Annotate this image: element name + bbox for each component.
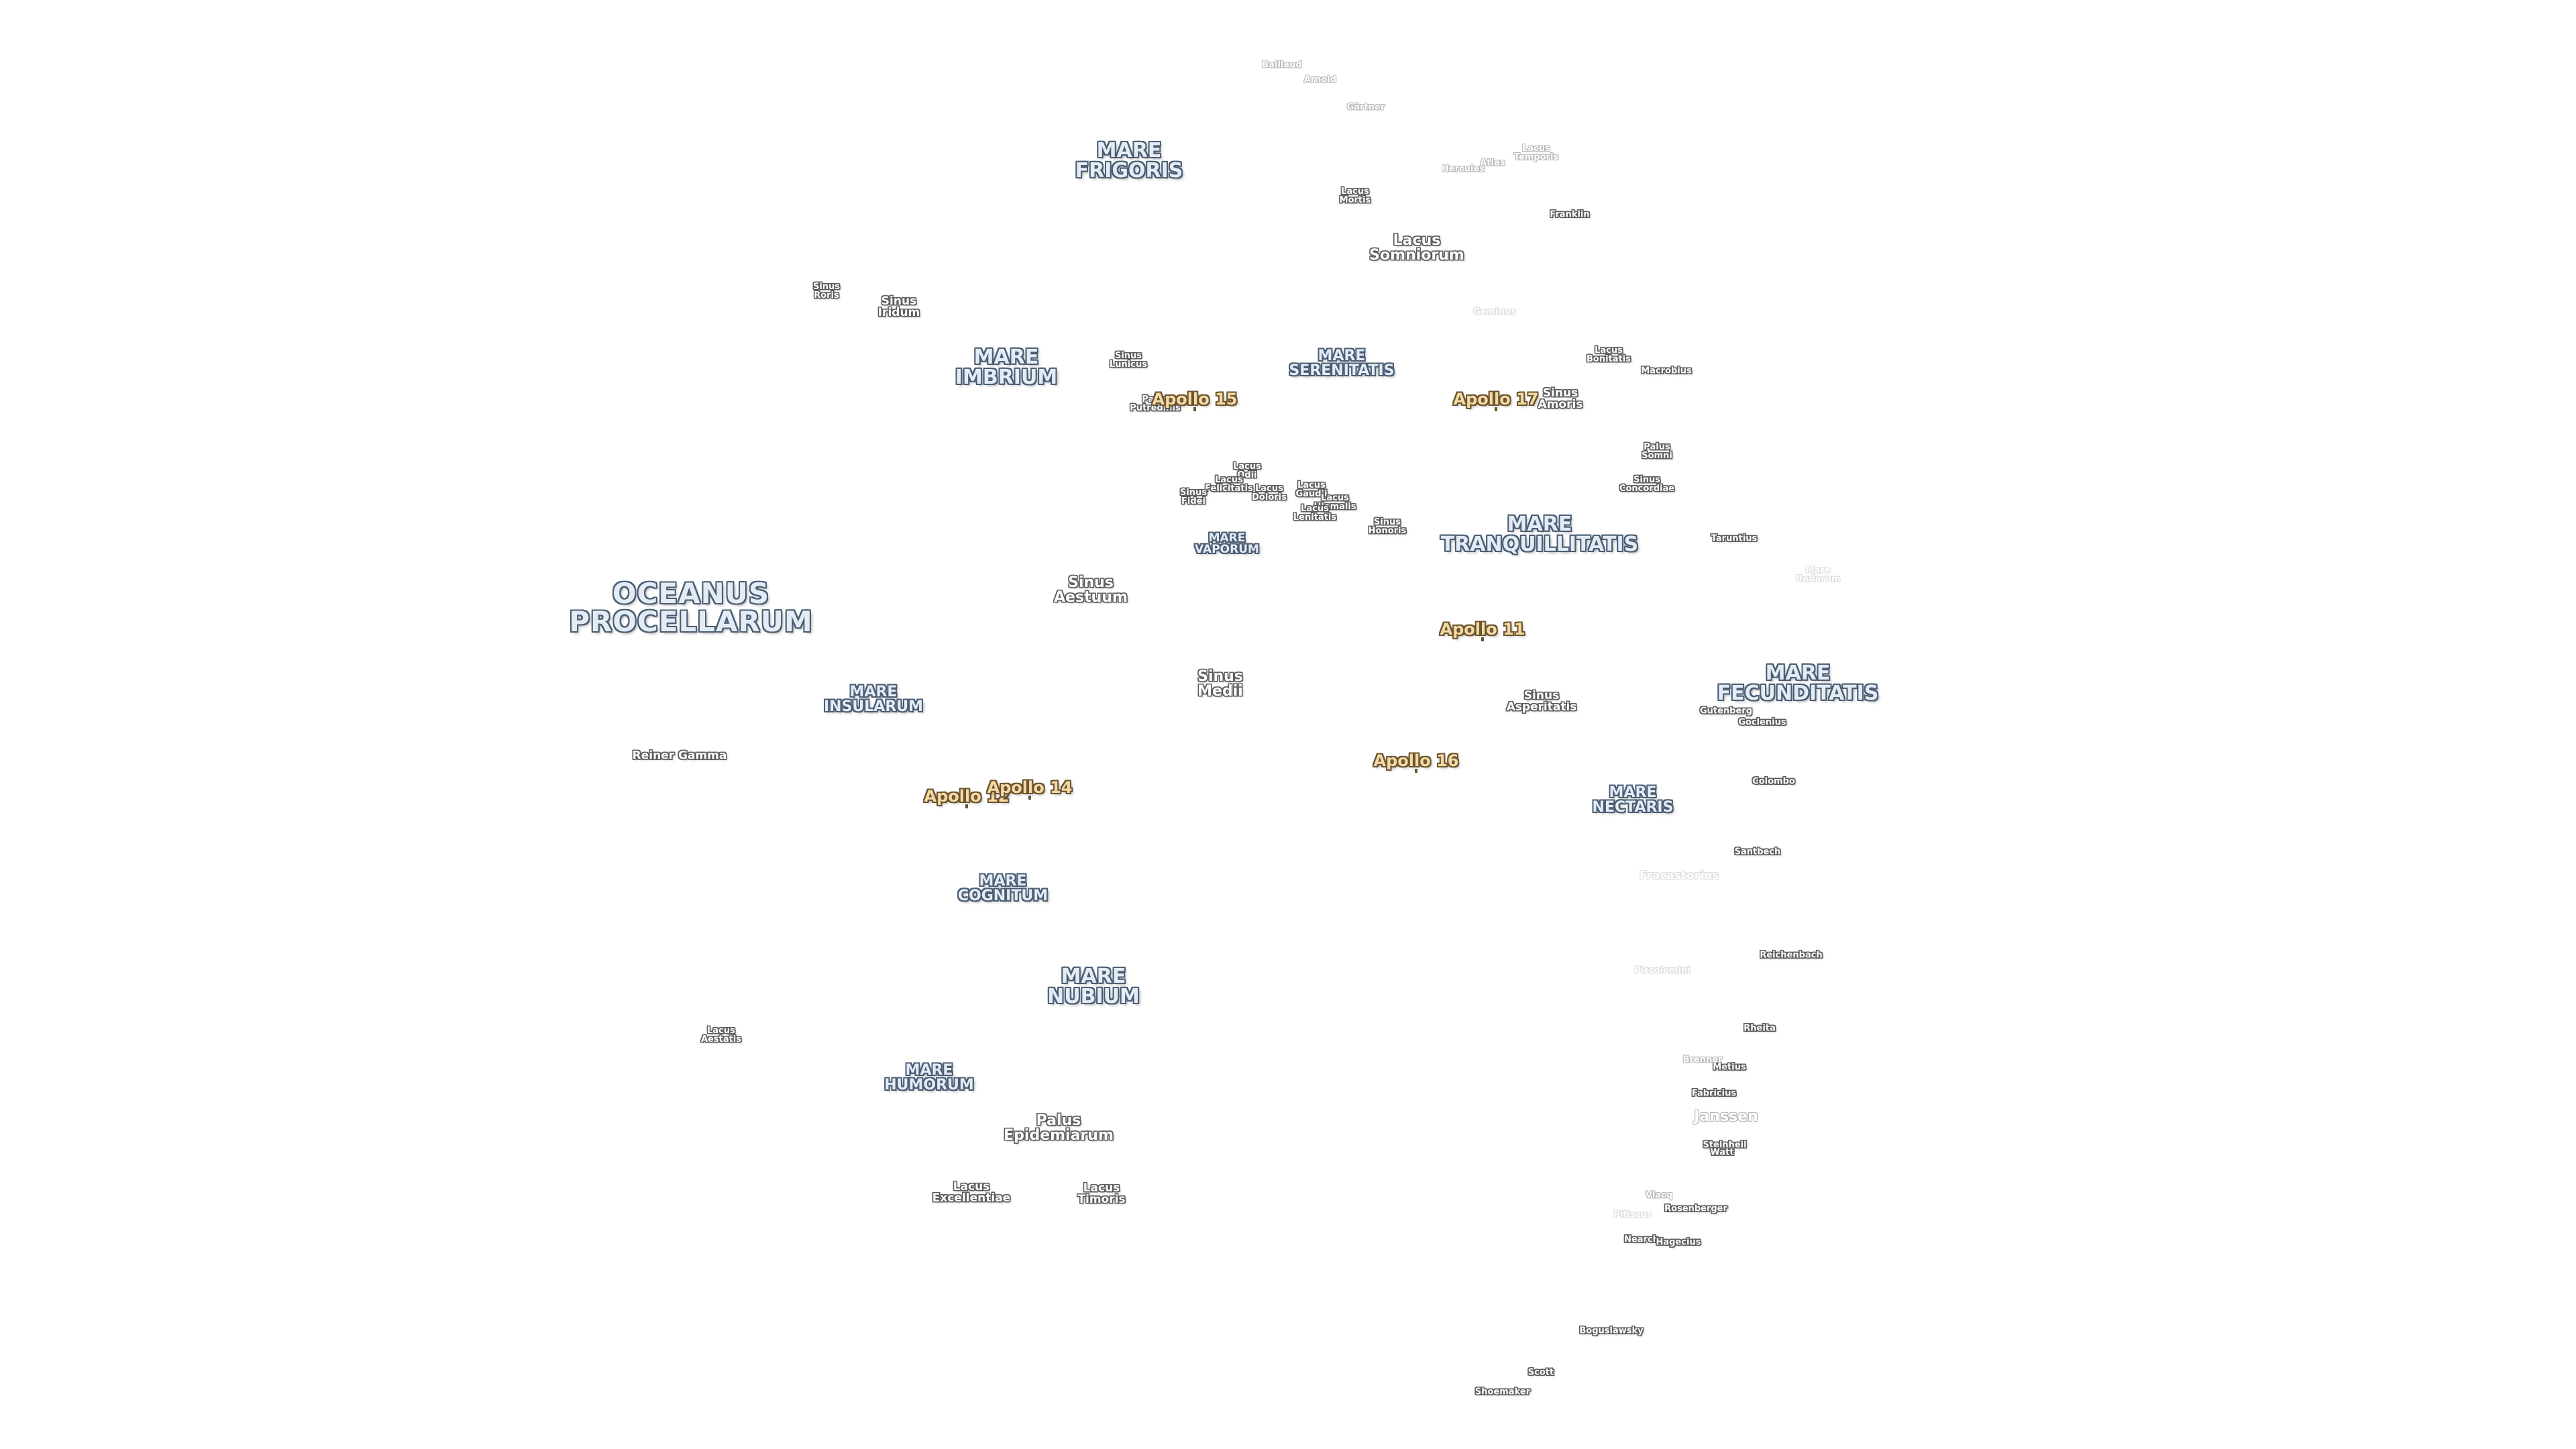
apollo-site-marker[interactable] xyxy=(1481,637,1484,641)
map-label-oceanus-procellarum: OCEANUS PROCELLARUM xyxy=(569,577,813,638)
apollo-site-marker[interactable] xyxy=(965,804,968,808)
apollo-site-apollo-14[interactable]: Apollo 14 xyxy=(987,778,1073,797)
map-label-mare-fecunditatis: MARE FECUNDITATIS xyxy=(1717,661,1879,705)
map-label-brenner: Brenner xyxy=(1682,1055,1723,1065)
map-label-mare-imbrium: MARE IMBRIUM xyxy=(955,345,1058,389)
apollo-site-apollo-15[interactable]: Apollo 15 xyxy=(1152,390,1238,409)
map-label-sinus-fidei: Sinus Fidei xyxy=(1179,488,1208,506)
apollo-site-apollo-16[interactable]: Apollo 16 xyxy=(1373,751,1459,770)
map-label-rosenberger: Rosenberger xyxy=(1664,1203,1727,1214)
map-label-mare-insularum: MARE INSULARUM xyxy=(823,684,924,715)
map-label-reiner-gamma: Reiner Gamma xyxy=(632,749,727,763)
apollo-site-apollo-17[interactable]: Apollo 17 xyxy=(1453,390,1539,409)
map-label-mare-frigoris: MARE FRIGORIS xyxy=(1075,139,1183,182)
map-label-santbech: Santbech xyxy=(1734,847,1781,857)
map-label-palus-epidemiarum: Palus Epidemiarum xyxy=(1004,1112,1114,1144)
map-label-janssen: Janssen xyxy=(1694,1108,1758,1125)
map-label-mare-vaporum: MARE VAPORUM xyxy=(1195,531,1259,556)
map-label-lacus-mortis: Lacus Mortis xyxy=(1339,186,1371,205)
map-label-mare-cognitum: MARE COGNITUM xyxy=(957,873,1049,904)
map-label-lacus-odii: Lacus Odii xyxy=(1233,462,1261,480)
map-label-gutenberg: Gutenberg xyxy=(1699,706,1753,716)
map-label-lacus-excellentiae: Lacus Excellentiae xyxy=(932,1180,1011,1205)
map-label-lacus-lenitatis: Lacus Lenitatis xyxy=(1293,504,1337,523)
map-label-mare-tranquillitatis: MARE TRANQUILLITATIS xyxy=(1440,513,1639,556)
map-label-sinus-amoris: Sinus Amoris xyxy=(1538,386,1583,411)
map-label-macrobius: Macrobius xyxy=(1641,366,1692,376)
map-label-mare-nectaris: MARE NECTARIS xyxy=(1592,784,1674,816)
map-label-baillaud: Baillaud xyxy=(1262,60,1302,70)
map-label-mare-humorum: MARE HUMORUM xyxy=(884,1062,974,1093)
map-label-taruntius: Taruntius xyxy=(1711,533,1758,544)
map-label-sinus-roris: Sinus Roris xyxy=(812,282,841,301)
map-label-sinus-lunicus: Sinus Lunicus xyxy=(1110,351,1147,370)
map-label-rheita: Rheita xyxy=(1743,1023,1776,1034)
map-label-steinheil: Steinheil xyxy=(1703,1140,1747,1150)
map-label-sinus-iridum: Sinus Iridum xyxy=(877,294,920,319)
map-label-nearch: Nearch xyxy=(1624,1234,1659,1245)
map-label-sinus-asperitatis: Sinus Asperitatis xyxy=(1506,689,1577,714)
apollo-site-apollo-11[interactable]: Apollo 11 xyxy=(1440,620,1525,639)
map-label-vlacq: Vlacq xyxy=(1645,1190,1673,1201)
map-label-hagecius: Hagecius xyxy=(1656,1237,1701,1248)
map-label-geminus: Geminus xyxy=(1473,307,1516,317)
map-label-sinus-honoris: Sinus Honoris xyxy=(1368,517,1407,536)
map-label-watt: Watt xyxy=(1710,1147,1734,1158)
map-label-pitiscus: Pitiscus xyxy=(1613,1210,1652,1220)
map-label-sinus-aestuum: Sinus Aestuum xyxy=(1054,574,1128,606)
apollo-site-marker[interactable] xyxy=(1028,796,1031,800)
map-label-goclenius: Goclenius xyxy=(1738,717,1786,728)
map-label-atlas: Atlas xyxy=(1480,158,1505,168)
map-label-lacus-somniorum: Lacus Somniorum xyxy=(1369,232,1464,264)
map-label-palus-putredinis: Palus Putredinis xyxy=(1130,394,1181,413)
map-label-piccolomini: Piccolomini xyxy=(1634,965,1690,976)
map-label-mare-nubium: MARE NUBIUM xyxy=(1047,965,1140,1008)
map-label-fabricius: Fabricius xyxy=(1691,1088,1737,1099)
apollo-site-marker[interactable] xyxy=(1495,407,1497,411)
map-label-palus-somni: Palus Somni xyxy=(1642,442,1672,461)
map-label-lacus-timoris: Lacus Timoris xyxy=(1077,1181,1126,1206)
map-label-g-rtner: Gärtner xyxy=(1346,102,1385,113)
map-label-colombo: Colombo xyxy=(1752,776,1795,787)
map-label-lacus-felicitatis: Lacus Felicitatis xyxy=(1205,475,1253,494)
map-label-lacus-doloris: Lacus Doloris xyxy=(1252,484,1287,502)
map-label-lacus-gaudii: Lacus Gaudii xyxy=(1295,480,1328,499)
map-label-mare-undarum: Mare Undarum xyxy=(1795,566,1841,584)
map-label-hercules: Hercules xyxy=(1441,164,1485,174)
map-label-lacus-aestatis: Lacus Aestatis xyxy=(700,1026,742,1044)
map-label-mare-serenitatis: MARE SERENITATIS xyxy=(1289,347,1395,379)
map-label-arnold: Arnold xyxy=(1303,74,1337,85)
map-label-metius: Metius xyxy=(1713,1062,1746,1073)
apollo-site-marker[interactable] xyxy=(1193,407,1196,411)
map-label-reichenbach: Reichenbach xyxy=(1760,950,1823,961)
map-label-lacus-hiemalis: Lacus Hiemalis xyxy=(1313,493,1356,512)
apollo-site-marker[interactable] xyxy=(1415,769,1417,773)
map-label-sinus-concordiae: Sinus Concordiae xyxy=(1619,475,1675,494)
apollo-site-apollo-12[interactable]: Apollo 12 xyxy=(924,787,1010,806)
map-label-scott: Scott xyxy=(1527,1367,1554,1378)
map-label-lacus-temporis: Lacus Temporis xyxy=(1513,144,1559,162)
map-label-lacus-bonitatis: Lacus Bonitatis xyxy=(1587,345,1631,364)
map-label-shoemaker: Shoemaker xyxy=(1474,1387,1531,1397)
map-label-boguslawsky: Boguslawsky xyxy=(1579,1326,1644,1336)
map-label-sinus-medii: Sinus Medii xyxy=(1197,668,1243,700)
map-label-fracastorius: Fracastorius xyxy=(1639,869,1719,883)
map-label-franklin: Franklin xyxy=(1550,209,1590,220)
